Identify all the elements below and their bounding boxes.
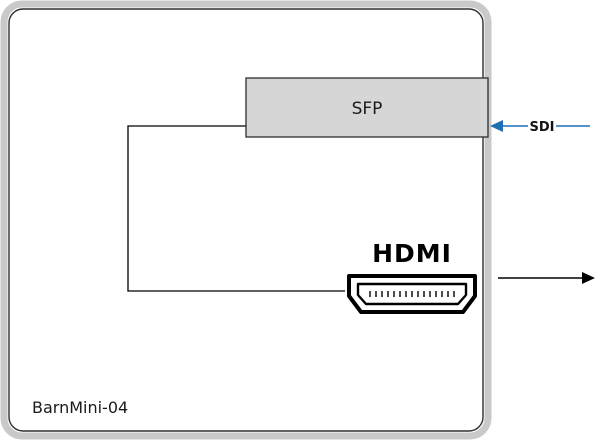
sfp-module: SFP bbox=[245, 77, 489, 138]
hdmi-port-icon bbox=[347, 274, 477, 314]
sfp-label: SFP bbox=[352, 99, 383, 119]
hdmi-pins bbox=[369, 291, 455, 297]
hdmi-port: HDMI bbox=[347, 239, 477, 314]
device-name: BarnMini-04 bbox=[32, 398, 128, 417]
sfp-box bbox=[245, 77, 489, 138]
sdi-label: SDI bbox=[530, 120, 555, 135]
output-arrow-icon bbox=[582, 272, 595, 284]
hdmi-label: HDMI bbox=[372, 239, 452, 268]
device-enclosure bbox=[8, 8, 484, 432]
sdi-input: SDI bbox=[490, 120, 590, 135]
input-arrow-icon bbox=[490, 120, 503, 132]
hdmi-output bbox=[498, 272, 595, 284]
internal-signal-wire bbox=[127, 125, 345, 292]
